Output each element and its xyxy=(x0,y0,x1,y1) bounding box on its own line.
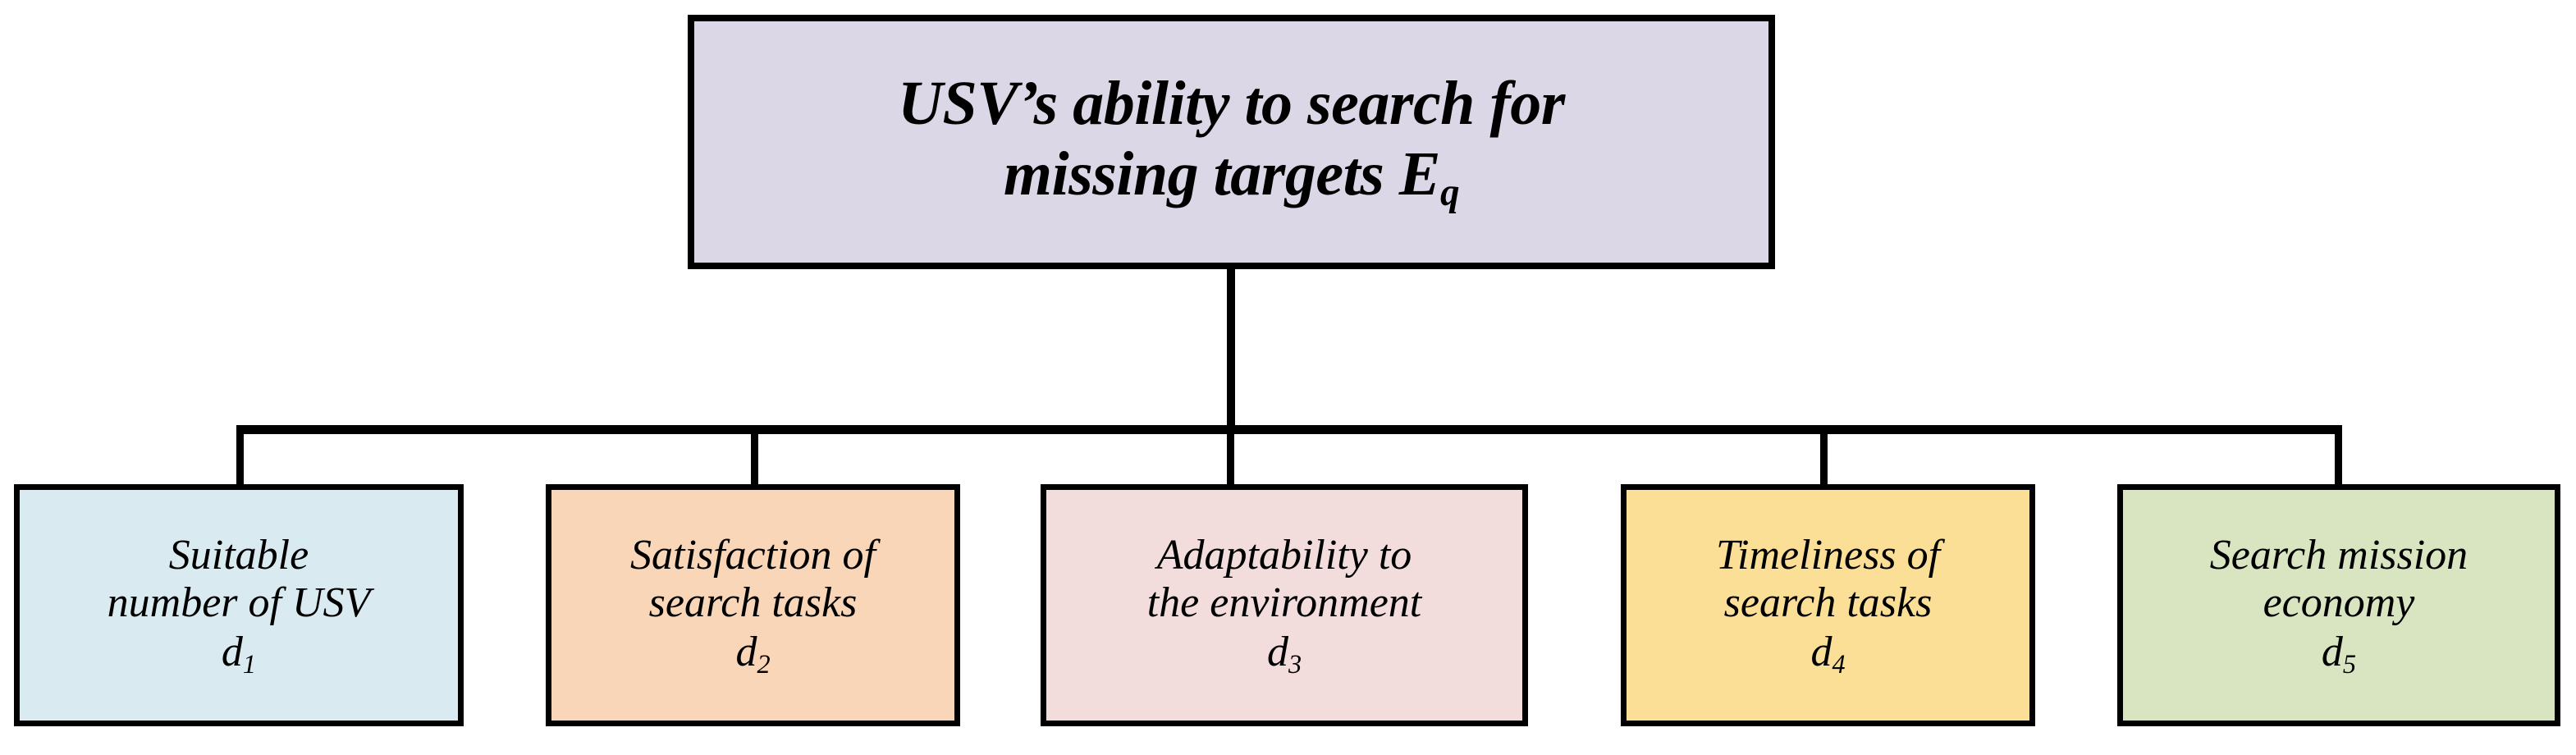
connector-drop-d1 xyxy=(236,431,244,485)
connector-root-stem xyxy=(1227,269,1235,431)
criterion-d2-subscript: 2 xyxy=(757,649,771,680)
criterion-d3-line1: Adaptability to xyxy=(1156,531,1412,579)
connector-drop-d4 xyxy=(1820,431,1828,485)
criterion-d3-symbol: d xyxy=(1266,629,1288,676)
root-node-subscript: q xyxy=(1440,171,1460,214)
criterion-d1-symbol: d xyxy=(221,629,243,676)
criterion-d2-line2: search tasks xyxy=(648,579,858,626)
connector-drop-d2 xyxy=(751,431,758,485)
criterion-d2-symbol: d xyxy=(735,629,757,676)
criterion-d2-line1: Satisfaction of xyxy=(630,531,876,579)
criterion-d5-line1: Search mission xyxy=(2209,531,2468,579)
criterion-d4-line2: search tasks xyxy=(1723,579,1933,626)
criterion-d1-line2: number of USV xyxy=(107,579,371,626)
criterion-d5-line2: economy xyxy=(2263,579,2415,626)
criterion-d4-symbol: d xyxy=(1810,629,1832,676)
criterion-d3-line2: the environment xyxy=(1146,579,1422,626)
connector-drop-d3 xyxy=(1227,431,1234,485)
root-node-line1: USV’s ability to search for xyxy=(898,69,1565,139)
root-node-line2: missing targets xyxy=(1003,139,1399,208)
criterion-d5-subscript: 5 xyxy=(2342,649,2357,680)
criterion-d4-subscript: 4 xyxy=(1832,649,1846,680)
criterion-d1-subscript: 1 xyxy=(242,649,257,680)
criterion-d5-symbol: d xyxy=(2321,629,2343,676)
connector-horizontal-bus xyxy=(236,425,2342,434)
criterion-d3-subscript: 3 xyxy=(1288,649,1302,680)
connector-drop-d5 xyxy=(2335,431,2342,485)
criterion-d1-line1: Suitable xyxy=(168,531,309,579)
criterion-d4-line1: Timeliness of xyxy=(1715,531,1941,579)
root-node-symbol: E xyxy=(1398,139,1441,208)
